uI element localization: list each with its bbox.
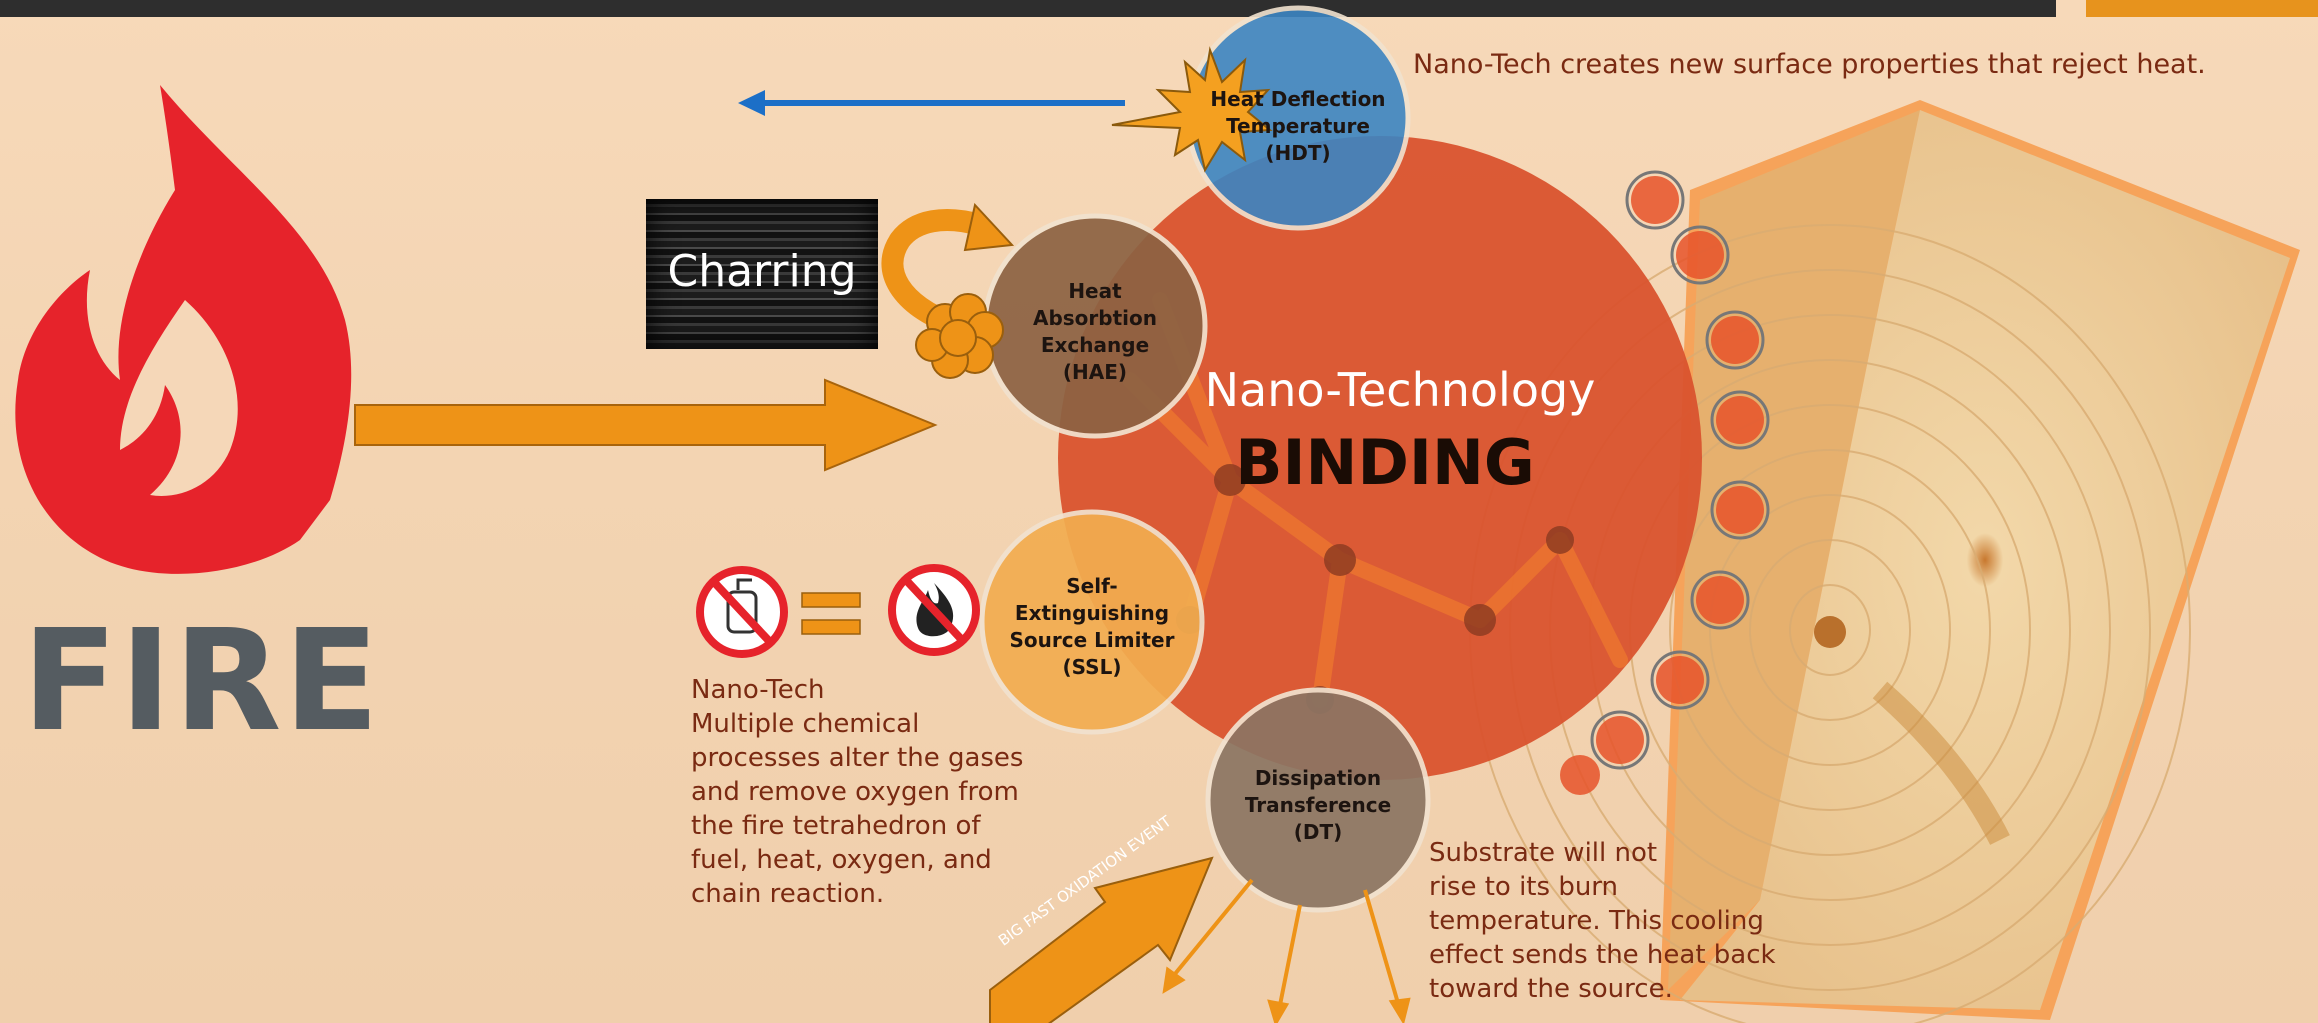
dt-line1: Dissipation	[1254, 766, 1382, 790]
dissipation-arrows	[1162, 878, 1411, 1023]
ssl-note: Nano-Tech Multiple chemical processes al…	[691, 673, 1031, 911]
oxidation-event-arrow	[989, 856, 1214, 1023]
dt-line3: (DT)	[1293, 820, 1343, 844]
no-fire-icon	[888, 564, 980, 656]
ssl-note-line: fuel, heat, oxygen, and	[691, 845, 992, 875]
ssl-line3: Source Limiter	[1009, 628, 1175, 652]
hdt-note: Nano-Tech creates new surface properties…	[1413, 49, 2206, 80]
ssl-note-line: Multiple chemical	[691, 709, 920, 739]
dt-note-line: effect sends the heat back	[1429, 940, 1776, 970]
hae-line2: Absorbtion	[1032, 306, 1157, 330]
ssl-note-line: the fire tetrahedron of	[691, 811, 981, 841]
hdt-line3: (HDT)	[1265, 141, 1331, 165]
hdt-label: Heat Deflection Temperature (HDT)	[1198, 86, 1398, 167]
hdt-line2: Temperature	[1226, 114, 1370, 138]
heat-reject-arrow	[738, 90, 1125, 116]
ssl-note-line: processes alter the gases	[691, 743, 1024, 773]
hae-line3: Exchange	[1040, 333, 1150, 357]
flame-icon	[15, 85, 352, 574]
nano-technology-title: Nano-Technology	[1204, 363, 1596, 417]
charring-cycle-arrow	[881, 202, 1015, 379]
nano-particle-chain	[1560, 170, 1770, 795]
charring-image	[646, 199, 878, 349]
ssl-note-line: Nano-Tech	[691, 675, 825, 705]
dt-line2: Transference	[1244, 793, 1392, 817]
ssl-line2: Extinguishing	[1014, 601, 1170, 625]
top-accent-bar	[2086, 0, 2318, 17]
ssl-circle	[979, 509, 1205, 735]
dt-circle	[1205, 687, 1431, 913]
dt-label: Dissipation Transference (DT)	[1218, 765, 1418, 846]
hdt-line1: Heat Deflection	[1210, 87, 1386, 111]
nano-binding-hub	[1058, 136, 1702, 780]
dt-note-line: Substrate will not	[1429, 838, 1658, 868]
top-bar	[0, 0, 2056, 17]
dt-note-line: toward the source.	[1429, 974, 1673, 1004]
ssl-note-line: and remove oxygen from	[691, 777, 1019, 807]
no-extinguisher-icon	[696, 566, 788, 658]
ssl-line1: Self-	[1066, 574, 1118, 598]
fire-label: FIRE	[22, 600, 382, 763]
hae-label: Heat Absorbtion Exchange (HAE)	[995, 278, 1195, 386]
charring-label: Charring	[667, 246, 857, 297]
fire-to-hub-arrow	[354, 378, 938, 472]
equals-icon	[801, 592, 861, 635]
ssl-line4: (SSL)	[1062, 655, 1122, 679]
binding-title: BINDING	[1235, 426, 1535, 499]
hae-line1: Heat	[1068, 279, 1122, 303]
dt-note-line: rise to its burn	[1429, 872, 1619, 902]
starburst-icon	[1111, 46, 1273, 173]
hae-line4: (HAE)	[1062, 360, 1128, 384]
ssl-label: Self- Extinguishing Source Limiter (SSL)	[992, 573, 1192, 681]
ssl-note-line: chain reaction.	[691, 879, 885, 909]
dt-note: Substrate will not rise to its burn temp…	[1429, 836, 1789, 1006]
dt-note-line: temperature. This cooling	[1429, 906, 1764, 936]
